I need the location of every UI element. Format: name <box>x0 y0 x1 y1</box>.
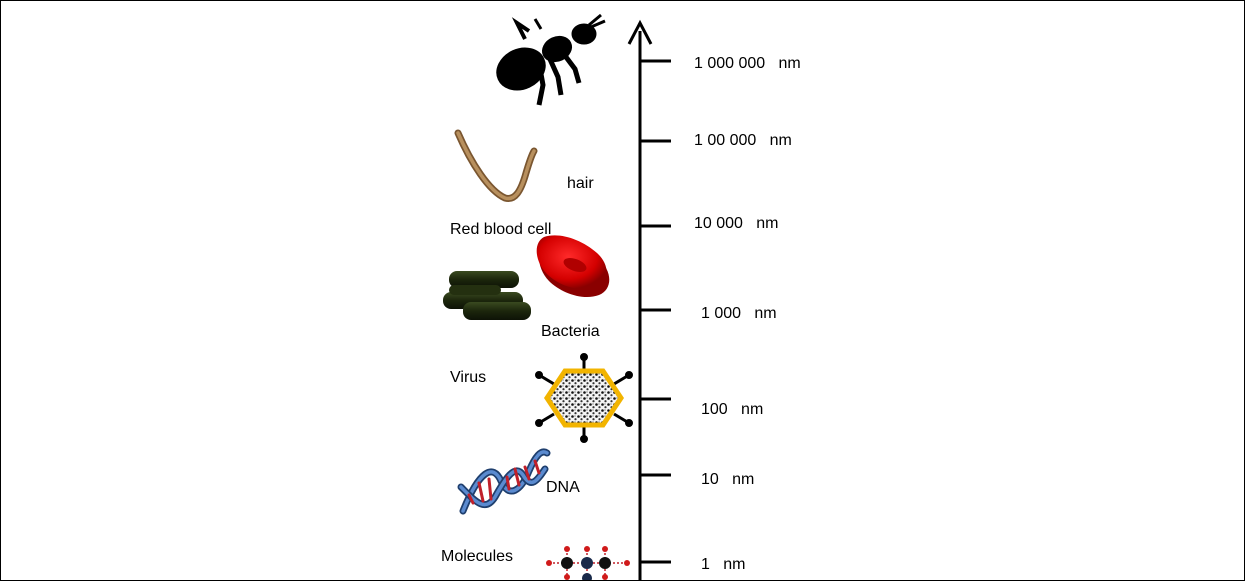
label-bacteria: Bacteria <box>541 324 600 340</box>
virus-icon <box>536 354 633 443</box>
scale-axis <box>629 23 651 580</box>
tick-label: 1 000 nm <box>701 306 777 322</box>
label-dna: DNA <box>546 480 580 496</box>
label-molecules: Molecules <box>441 549 513 565</box>
label-virus: Virus <box>450 370 486 386</box>
axis-ticks <box>640 61 671 562</box>
dna-icon <box>461 452 547 511</box>
red-blood-cell-icon <box>537 235 610 297</box>
bacteria-icon <box>443 271 531 320</box>
tick-label: 1 nm <box>701 557 745 573</box>
molecule-icon <box>546 546 630 580</box>
tick-label: 100 nm <box>701 402 763 418</box>
label-hair: hair <box>567 176 594 192</box>
hair-icon <box>458 133 534 199</box>
tick-label: 1 00 000 nm <box>694 133 792 149</box>
tick-label: 10 nm <box>701 472 754 488</box>
tick-label: 1 000 000 nm <box>694 56 801 72</box>
tick-label: 10 000 nm <box>694 216 779 232</box>
label-red-blood-cell: Red blood cell <box>450 222 551 238</box>
ant-icon <box>490 15 605 105</box>
